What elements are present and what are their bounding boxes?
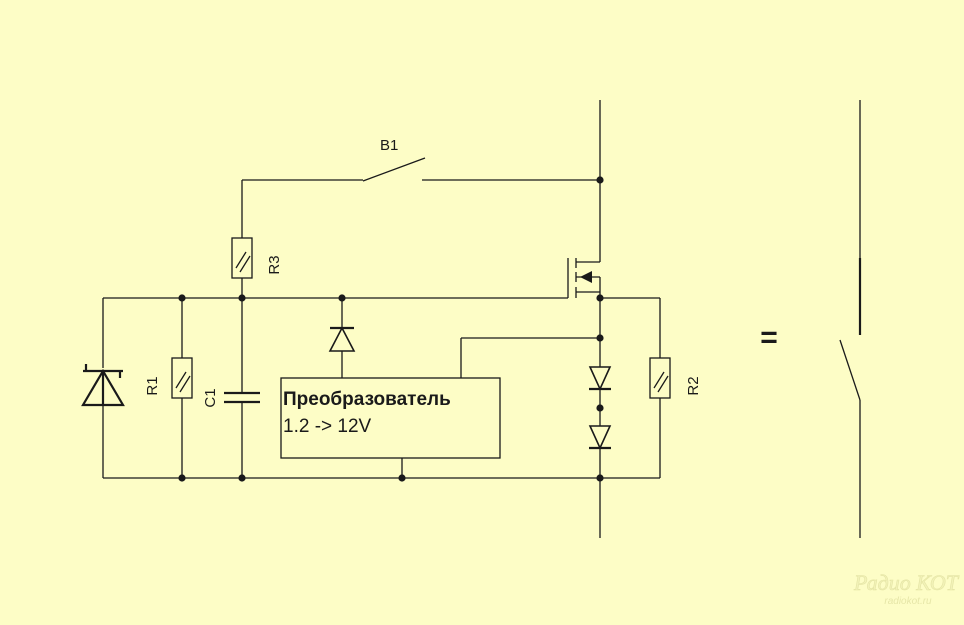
resistor-r1 xyxy=(171,298,193,478)
right-branch-wire xyxy=(599,297,660,367)
watermark-url: radiokot.ru xyxy=(884,596,932,607)
mosfet-transistor xyxy=(567,252,601,298)
diode-left xyxy=(81,298,125,478)
equivalent-switch xyxy=(839,100,862,538)
resistor-r3-label: R3 xyxy=(266,255,283,274)
switch-b1-label: B1 xyxy=(380,137,398,154)
diode-series-2 xyxy=(588,425,612,478)
diode-series-1 xyxy=(588,366,612,426)
watermark-logo: Радио КОТ xyxy=(853,570,960,595)
converter-spec: 1.2 -> 12V xyxy=(283,416,372,437)
resistor-r3 xyxy=(231,180,253,298)
junction-nodes xyxy=(178,176,604,482)
capacitor-c1-label: C1 xyxy=(202,388,219,407)
resistor-r2-label: R2 xyxy=(685,376,702,395)
resistor-r2 xyxy=(649,298,671,478)
switch-b1 xyxy=(242,157,600,182)
capacitor-c1 xyxy=(224,298,260,478)
diode-converter-input xyxy=(328,298,356,378)
converter-title: Преобразователь xyxy=(283,389,451,410)
resistor-r1-label: R1 xyxy=(144,376,161,395)
equals-sign: = xyxy=(760,321,778,354)
